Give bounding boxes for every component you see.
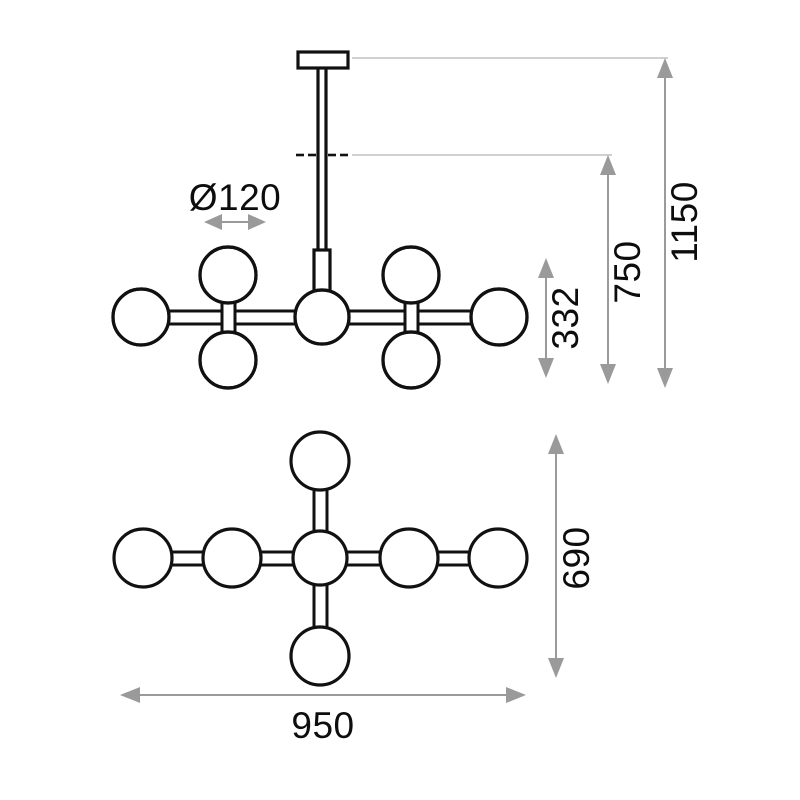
dimension-332: 332 [538,258,586,378]
front-elevation-view [111,50,529,390]
dimension-1150: 1150 [657,58,705,388]
plan-globes [112,430,529,687]
plan-globe-center [291,529,349,587]
dimension-diameter-120: Ø120 [189,177,282,230]
dimension-1150-label: 1150 [664,181,705,263]
extension-lines [352,57,668,156]
dimension-690: 690 [548,434,597,678]
dimension-332-label: 332 [545,286,586,349]
plan-globe-top [289,430,351,492]
plan-globe-bottom [289,625,351,687]
globe-interior-masks [111,245,529,390]
dimension-750: 750 [600,155,648,384]
plan-globe-right [378,527,440,589]
dimension-950: 950 [120,687,526,746]
suspension-rod [316,68,328,250]
dimension-950-label: 950 [291,705,354,746]
ceiling-canopy [296,50,350,70]
plan-globe-left [201,527,263,589]
dimension-750-label: 750 [607,240,648,303]
plan-globe-far-right [467,527,529,589]
dimension-diameter-120-label: Ø120 [189,177,282,218]
dimension-690-label: 690 [556,526,597,589]
plan-globe-far-left [112,527,174,589]
top-plan-view [112,430,529,687]
